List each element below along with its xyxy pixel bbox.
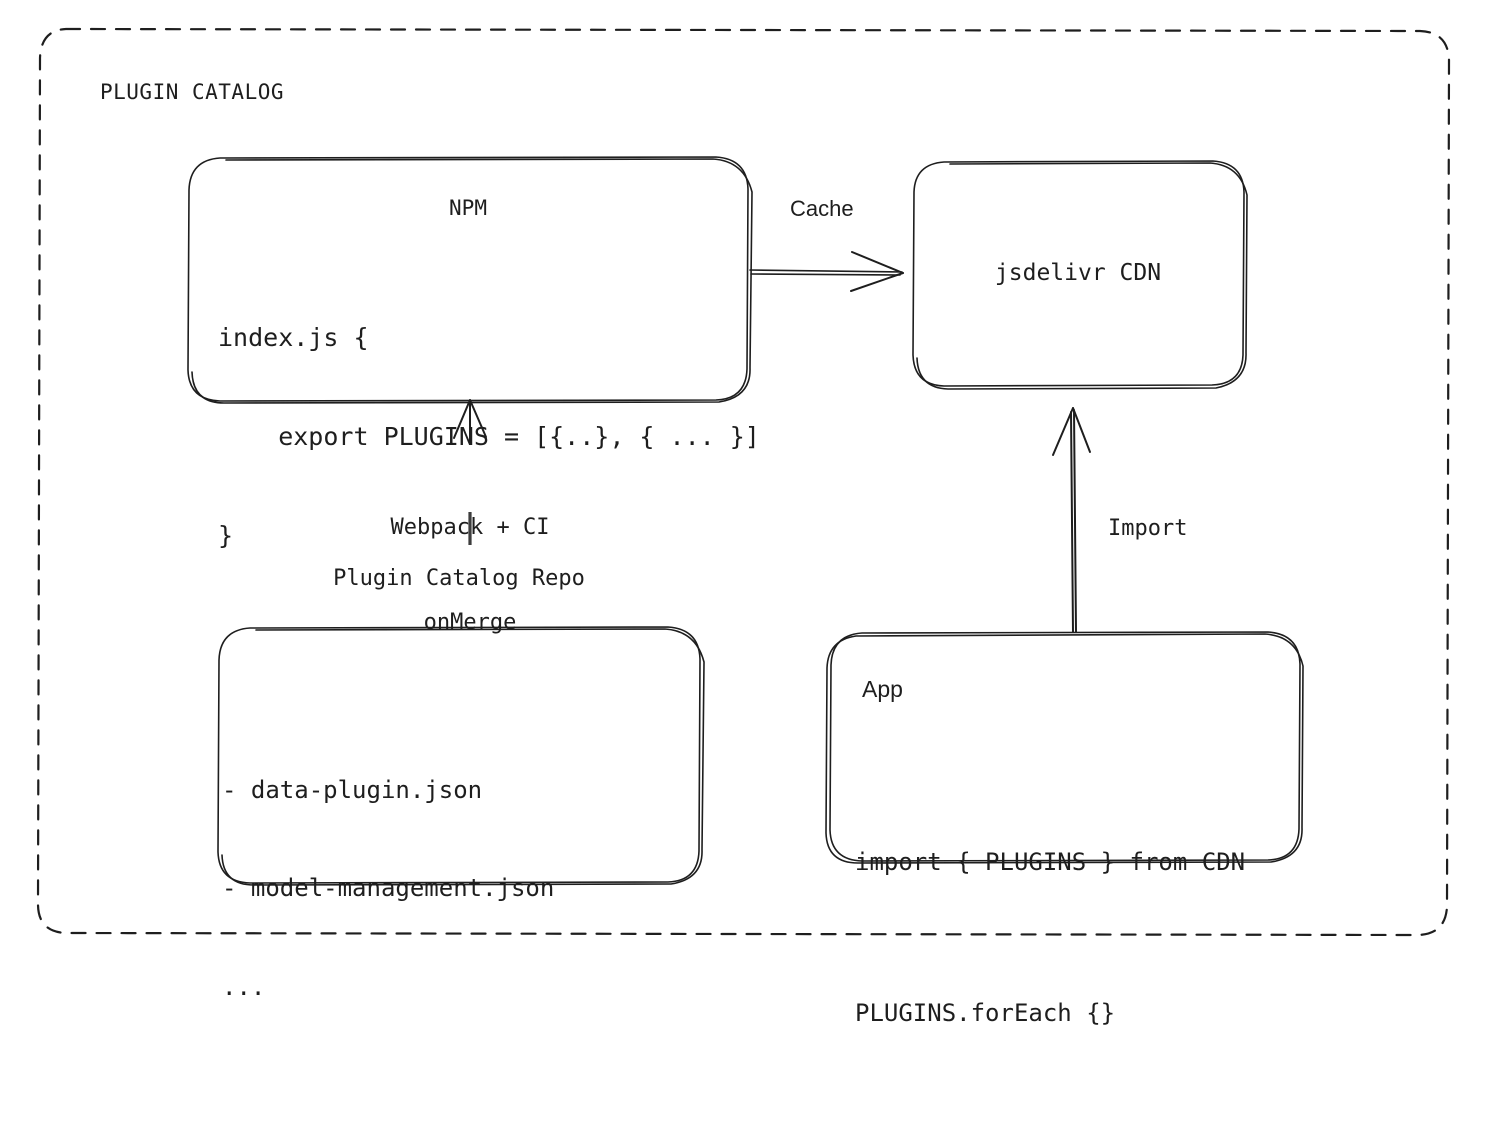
npm-code-line-2: export PLUGINS = [{..}, { ... }] xyxy=(218,422,760,451)
repo-node-shape[interactable] xyxy=(217,626,705,886)
edge-label-webpack-line-1: Webpack + CI xyxy=(390,514,550,540)
app-node-title: App xyxy=(862,676,903,702)
npm-code-line-1: index.js { xyxy=(218,323,369,352)
diagram-canvas: PLUGIN CATALOG NPM index.js { export PLU… xyxy=(36,27,1451,1027)
npm-code-line-3: } xyxy=(218,521,234,550)
edge-app-to-cdn xyxy=(1052,407,1091,633)
cdn-node-shape[interactable] xyxy=(912,160,1248,390)
app-code-line-1: import { PLUGINS } from CDN xyxy=(855,847,1246,876)
repo-list-item: ... xyxy=(222,973,266,1001)
npm-code-block: index.js { export PLUGINS = [{..}, { ...… xyxy=(218,255,760,618)
repo-list-item: - model-management.json xyxy=(222,874,555,903)
edge-label-webpack-line-2: onMerge xyxy=(423,610,517,636)
npm-node-title: NPM xyxy=(449,196,487,220)
repo-list-item: - data-plugin.json xyxy=(222,775,483,804)
npm-node-shape[interactable] xyxy=(187,156,753,404)
repo-file-list: - data-plugin.json - model-management.js… xyxy=(222,708,554,1070)
plugin-catalog-frame xyxy=(36,27,1451,937)
edge-label-webpack-onmerge: Webpack + CI onMerge xyxy=(320,448,620,703)
edge-label-cache: Cache xyxy=(790,196,854,221)
cdn-node-title: jsdelivr CDN xyxy=(994,260,1162,286)
repo-node-caption: Plugin Catalog Repo xyxy=(333,566,585,591)
edge-label-import: Import xyxy=(1108,516,1188,541)
edge-npm-to-cdn xyxy=(749,251,904,292)
app-node-shape[interactable] xyxy=(825,631,1304,864)
app-code-block: import { PLUGINS } from CDN PLUGINS.forE… xyxy=(855,736,1245,1139)
diagram-shapes-layer xyxy=(36,27,1451,937)
app-code-line-2: PLUGINS.forEach {} xyxy=(855,998,1116,1027)
frame-title: PLUGIN CATALOG xyxy=(100,80,285,104)
edge-repo-to-npm xyxy=(453,399,487,545)
